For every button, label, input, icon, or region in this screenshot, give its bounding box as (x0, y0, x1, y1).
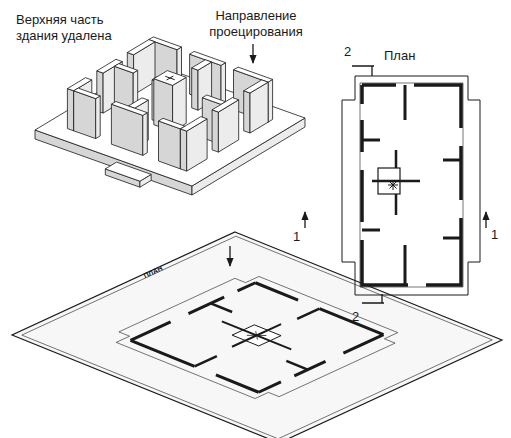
projection-arrow (252, 44, 253, 63)
floor-slab (35, 62, 305, 186)
wall (74, 88, 101, 99)
entrance-step (105, 162, 151, 181)
wall (74, 91, 96, 139)
caption-note: Верхняя часть здания удалена (16, 12, 134, 44)
wall (192, 60, 212, 70)
wall (180, 117, 207, 132)
wall (180, 129, 186, 171)
wall (234, 67, 273, 82)
building-isometric (35, 37, 305, 195)
wall (244, 91, 250, 133)
section-number: 2 (352, 309, 366, 325)
section-number: 2 (344, 44, 358, 60)
wall (127, 40, 155, 55)
wall (159, 118, 186, 129)
caption-note: Направление проецирования (194, 8, 318, 40)
wall (202, 95, 225, 104)
floor-plan (305, 66, 486, 303)
wall (244, 80, 268, 93)
wall (154, 71, 186, 86)
projection-arrow (229, 246, 230, 266)
wall (114, 64, 137, 73)
drawing-sheet (12, 232, 502, 438)
wall (143, 113, 148, 156)
wall (268, 79, 273, 122)
section-number: 1 (491, 227, 505, 243)
wall (221, 63, 226, 106)
fireplace-symbol (165, 76, 174, 80)
wall (212, 110, 218, 152)
view-title: План (384, 48, 434, 64)
wall (96, 96, 101, 139)
section-number: 1 (293, 229, 307, 245)
wall (159, 121, 181, 169)
wall (67, 89, 73, 131)
wall (111, 102, 147, 116)
wall (192, 68, 198, 110)
wall (212, 98, 239, 113)
